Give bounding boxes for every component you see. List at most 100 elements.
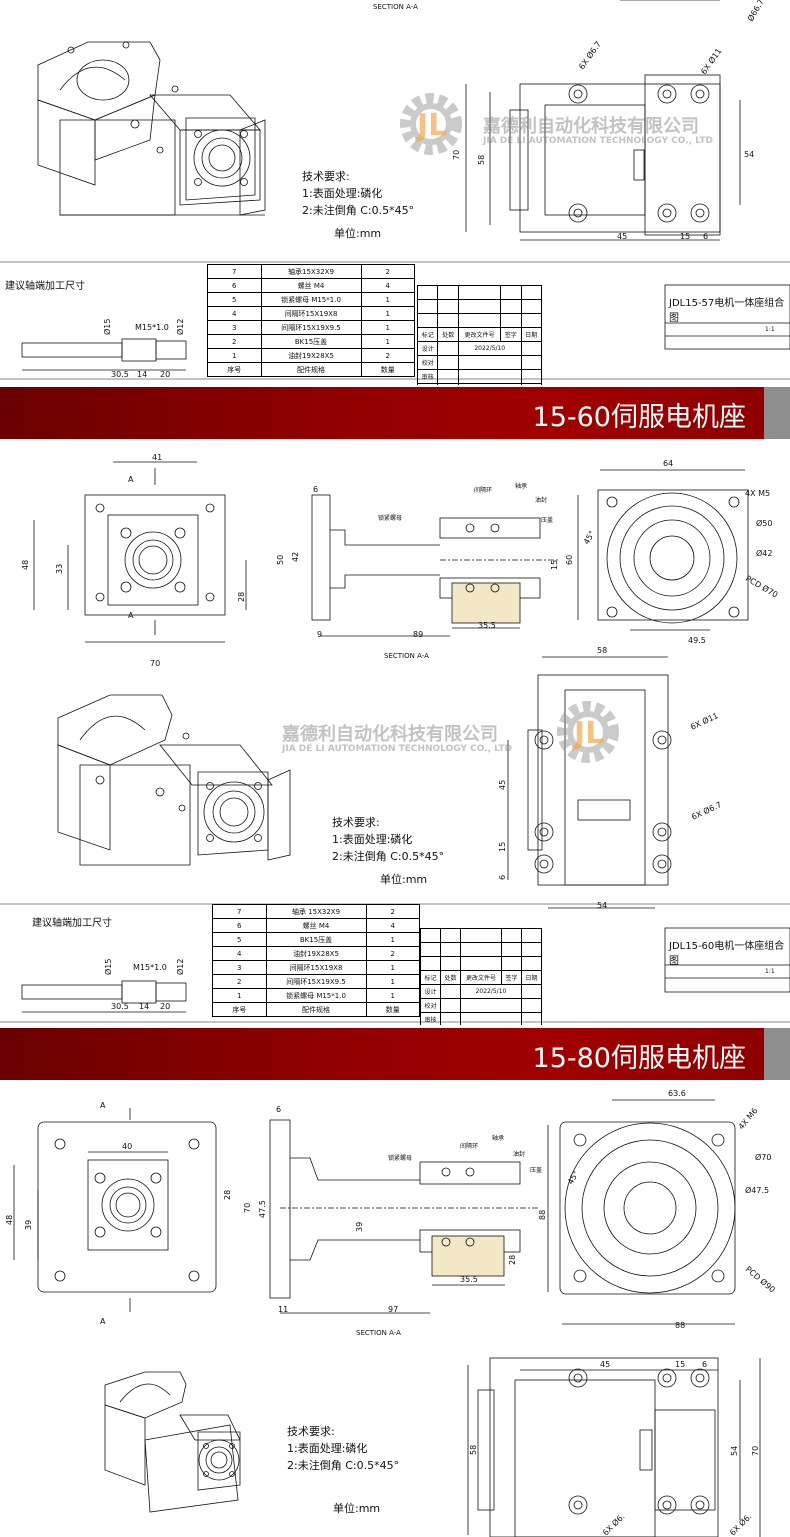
dim-63-6: 63.6 [668, 1089, 686, 1098]
dim-28b: 28 [223, 1190, 232, 1200]
sign2-r1: 校对 [420, 998, 441, 1013]
dim-89: 89 [413, 630, 423, 639]
parts-cell-no: 4 [207, 306, 262, 321]
dim-88v: 88 [538, 1210, 547, 1220]
parts-header-qty: 数量 [365, 1002, 420, 1017]
dim-28c: 28 [508, 1255, 517, 1265]
dim-15: 15 [680, 232, 690, 241]
flange-view-2 [577, 469, 749, 631]
shaft-thread-2: M15*1.0 [133, 963, 167, 972]
dim-28: 28 [237, 592, 246, 602]
dim-35-5c: 35.5 [460, 1275, 478, 1284]
sign2-h4: 日期 [521, 970, 542, 985]
logo-text: JL [415, 108, 447, 143]
parts-cell-no: 6 [212, 918, 267, 933]
iso-view-3 [104, 1371, 241, 1513]
banner-tail-3 [764, 1028, 790, 1080]
sign2-r2: 审核 [420, 1012, 441, 1025]
scale-1: 1:1 [765, 326, 775, 333]
sign2-r0: 设计 [420, 984, 441, 999]
dim-45v: 45 [498, 780, 507, 790]
dim-6: 6 [313, 485, 318, 494]
shaft-l3: 20 [160, 370, 170, 379]
parts-cell-name: 锁紧螺母 M15*1.0 [265, 988, 367, 1003]
dim-41: 41 [152, 453, 162, 462]
banner-15-60: 15-60伺服电机座 [0, 387, 790, 439]
shaft-d2: Ø12 [175, 319, 185, 335]
note-2: 2:未注倒角 C:0.5*45° [302, 204, 415, 217]
label-cover: 压盖 [541, 516, 553, 524]
parts-cell-name: 油封19X28X5 [260, 348, 362, 363]
parts-cell-name: 轴承15X32X9 [260, 264, 362, 279]
parts-cell-name: 锁紧螺母 M15*1.0 [260, 292, 362, 307]
parts-cell-name: 螺丝 M4 [265, 918, 367, 933]
section-jdl15-60: 41 48 33 28 70 A A 6 50 42 9 89 35.5 15 … [0, 440, 790, 1025]
sign-r0: 设计 [416, 341, 439, 356]
sign-r2: 审核 [416, 369, 439, 384]
front-view-3 [13, 1108, 217, 1312]
parts-cell-no: 2 [207, 334, 262, 349]
parts-cell-no: 7 [207, 264, 262, 279]
parts-cell-no: 1 [207, 348, 262, 363]
section-15-80: 40 48 39 28 A A 6 70 47.5 39 11 97 35.5 … [0, 1080, 790, 1537]
dim-47-5: 47.5 [258, 1200, 267, 1218]
parts-cell-qty: 1 [365, 960, 420, 975]
sign2-h2: 更改文件号 [459, 970, 503, 985]
label-cover-3: 压盖 [530, 1166, 542, 1174]
note-2: 2:未注倒角 C:0.5*45° [287, 1459, 400, 1472]
parts-cell-no: 4 [212, 946, 267, 961]
dim-54: 54 [744, 150, 754, 159]
parts-header-name: 配件规格 [265, 1002, 367, 1017]
sign-h2: 更改文件号 [457, 327, 502, 342]
label-nut-3: 锁紧螺母 [388, 1154, 412, 1162]
dim-70: 70 [150, 659, 160, 668]
sign-h1: 处数 [437, 327, 459, 342]
top-view-3 [467, 1357, 761, 1537]
shaft-title-2: 建议轴端加工尺寸 [32, 918, 112, 929]
dim-pcd70: PCD Ø70 [744, 573, 780, 599]
parts-header-qty: 数量 [360, 362, 415, 377]
parts-cell-qty: 1 [360, 306, 415, 321]
label-a-top: A [128, 475, 134, 484]
parts-cell-qty: 2 [365, 904, 420, 919]
note-1: 1:表面处理:磷化 [302, 187, 383, 200]
sign-date: 2022/5/10 [457, 341, 522, 356]
parts-cell-no: 5 [212, 932, 267, 947]
dim-45-3: 45 [600, 1360, 610, 1369]
front-view-2 [33, 461, 247, 643]
parts-cell-no: 6 [207, 278, 262, 293]
parts-cell-qty: 1 [360, 320, 415, 335]
parts-cell-qty: 1 [365, 974, 420, 989]
dim-48: 48 [21, 560, 30, 570]
shaft-d2-2: Ø12 [175, 959, 185, 975]
parts-cell-name: 轴承 15X32X9 [265, 904, 367, 919]
dim-15: 15 [550, 560, 559, 570]
dim-d50: Ø50 [756, 518, 772, 528]
parts-cell-name: 间隔环15X19X8 [265, 960, 367, 975]
parts-cell-qty: 1 [360, 334, 415, 349]
parts-cell-no: 7 [212, 904, 267, 919]
dim-58: 58 [477, 155, 486, 165]
scale-2: 1:1 [765, 968, 775, 975]
hole-label-11: 6X Ø11 [689, 710, 720, 732]
sign-h4: 日期 [520, 327, 543, 342]
parts-cell-qty: 1 [365, 988, 420, 1003]
hole-label-1: 6X Ø6.7 [576, 39, 603, 71]
parts-cell-no: 2 [212, 974, 267, 989]
sign2-h3: 签字 [501, 970, 522, 985]
parts-cell-qty: 2 [360, 348, 415, 363]
shaft-thread: M15*1.0 [135, 323, 169, 332]
dim-54: 54 [597, 901, 607, 910]
wm-en: JIA DE LI AUTOMATION TECHNOLOGY CO., LTD [483, 136, 713, 146]
wm-cn-2: 嘉德利自动化科技有限公司 [282, 724, 498, 745]
label-a-bottom-3: A [100, 1317, 106, 1326]
